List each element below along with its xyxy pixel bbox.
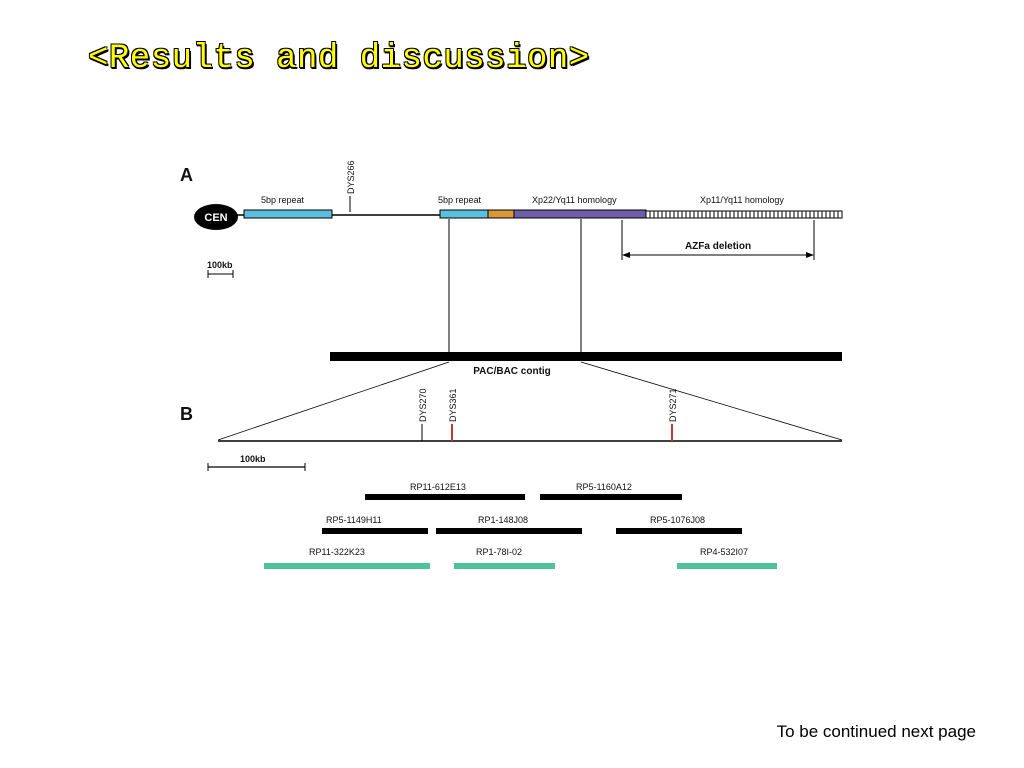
region-label-xp22: Xp22/Yq11 homology: [532, 195, 617, 205]
homology-segment: [513, 209, 647, 219]
marker-label-dys270: DYS270: [418, 388, 428, 422]
contig-bar: [330, 352, 842, 361]
panel-b-label: B: [180, 404, 193, 424]
orange-segment: [487, 209, 515, 219]
continued-note: To be continued next page: [776, 722, 976, 741]
clone-label: RP11-612E13: [410, 482, 466, 492]
clone-label: RP5-1149H11: [326, 515, 382, 525]
clone-label: RP1-78I-02: [476, 547, 522, 557]
marker-label-dys271: DYS271: [668, 388, 678, 422]
region-label-repeat-2: 5bp repeat: [438, 195, 482, 205]
centromere-label: CEN: [204, 212, 227, 224]
clone-bar: [616, 528, 742, 534]
contig-label: PAC/BAC contig: [473, 366, 551, 377]
repeat-segment-1: [243, 209, 333, 219]
zoom-line-right: [580, 361, 843, 441]
azfa-arrowhead-right: [806, 252, 814, 258]
zoom-line-left: [217, 361, 450, 441]
clone-label: RP11-322K23: [309, 547, 365, 557]
repeat-segment-2: [439, 209, 489, 219]
clone-bar-green: [454, 563, 555, 569]
marker-label-dys266: DYS266: [346, 160, 356, 194]
marker-label-dys361: DYS361: [448, 388, 458, 422]
clone-bar: [540, 494, 682, 500]
clone-bar: [322, 528, 428, 534]
clone-label: RP5-1160A12: [576, 482, 632, 492]
clone-bar: [365, 494, 525, 500]
clone-label: RP1-148J08: [478, 515, 528, 525]
panel-a-label: A: [180, 165, 193, 185]
centromere-ellipse: [194, 204, 238, 230]
azfa-deletion-label: AZFa deletion: [685, 241, 751, 252]
slide-title: <Results and discussion>: [88, 40, 590, 78]
azfa-arrowhead-left: [622, 252, 630, 258]
clone-bar-green: [264, 563, 430, 569]
panel-b-scale-label: 100kb: [240, 454, 266, 464]
clone-label: RP4-532I07: [700, 547, 748, 557]
panel-a-scale-label: 100kb: [207, 260, 233, 270]
clone-bar: [436, 528, 582, 534]
region-label-xp11: Xp11/Yq11 homology: [700, 195, 784, 205]
region-label-repeat-1: 5bp repeat: [261, 195, 305, 205]
hatched-homology-segment: [645, 210, 843, 219]
clone-bar-green: [677, 563, 777, 569]
clone-label: RP5-1076J08: [650, 515, 705, 525]
